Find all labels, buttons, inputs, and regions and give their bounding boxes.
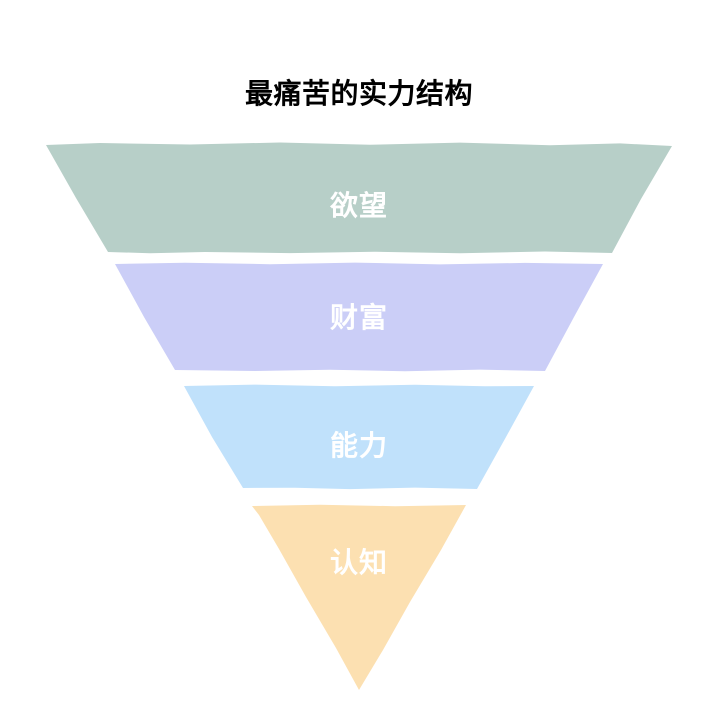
funnel-label-wealth: 财富 [329, 302, 388, 333]
funnel-label-cognition: 认知 [329, 547, 388, 578]
funnel-layer-shape-cognition [252, 504, 466, 690]
diagram-title: 最痛苦的实力结构 [244, 78, 473, 109]
funnel-layer-shape-ability [184, 384, 534, 490]
funnel-layer-shape-desire [46, 142, 672, 254]
funnel-label-ability: 能力 [329, 430, 388, 461]
funnel-layer-shape-wealth [115, 262, 603, 372]
funnel-label-desire: 欲望 [329, 190, 388, 221]
